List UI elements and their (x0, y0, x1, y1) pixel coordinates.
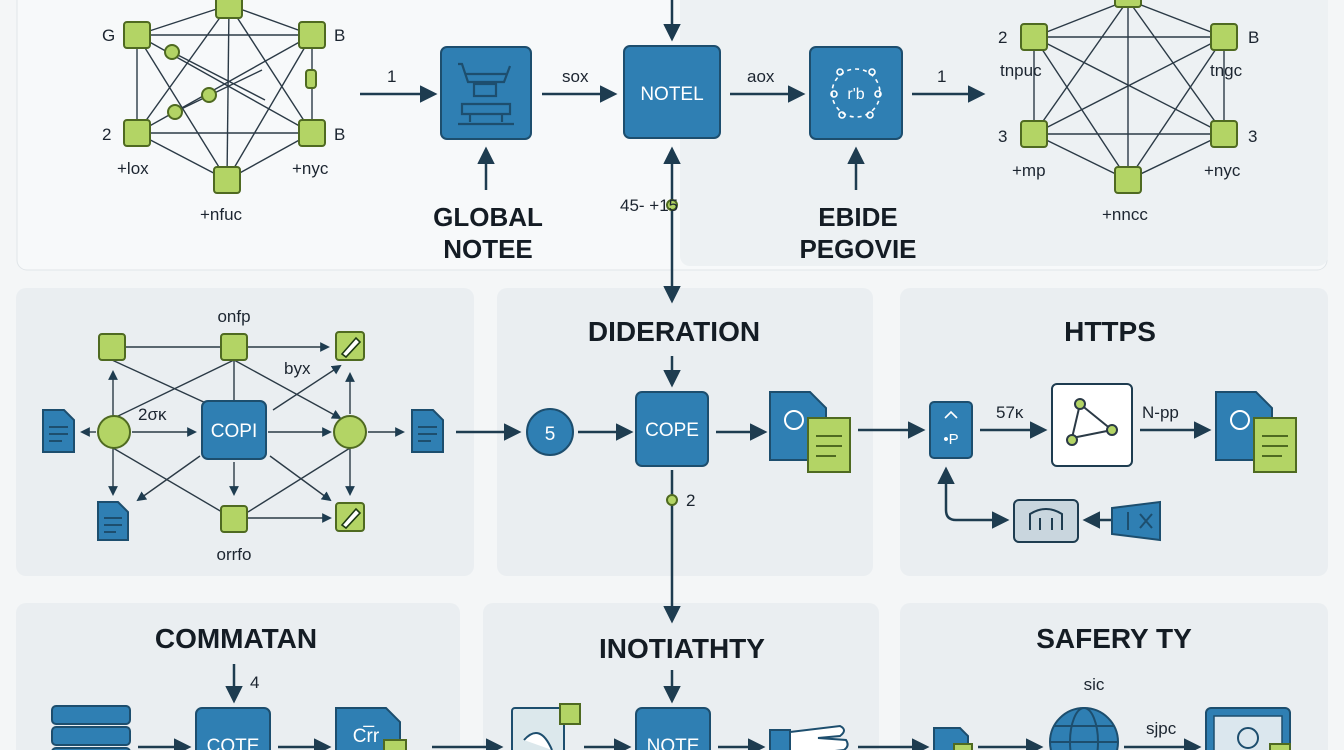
gate-icon-node[interactable] (1013, 499, 1079, 543)
right-net-3a: 3 (998, 127, 1007, 146)
cart-icon (458, 62, 514, 126)
note-label: NOTE (647, 736, 700, 750)
orrfo-label: orrfo (217, 545, 252, 564)
document-icon-bottom (97, 501, 129, 541)
right-net-tnpuc: tnpuc (1000, 61, 1042, 80)
copi-node[interactable]: COPI (201, 400, 267, 460)
sox-label: sox (562, 67, 589, 86)
dideration-title: DIDERATION (588, 316, 760, 347)
share-icon (1066, 398, 1118, 446)
arrow-in-label: 1 (387, 67, 396, 86)
global-label-2: NOTEE (443, 234, 533, 264)
document-stack-icon-right (1215, 391, 1297, 473)
sjpc-label: sjpc (1146, 719, 1177, 738)
ebide-label-1: EBIDE (818, 202, 897, 232)
ebide-label-2: PEGOVIE (799, 234, 916, 264)
left-net-g: G (102, 26, 115, 45)
p-label: •P (943, 431, 958, 448)
copi-label: COPI (211, 421, 257, 442)
cope-node[interactable]: COPE (635, 391, 709, 467)
right-net-b: B (1248, 28, 1259, 47)
right-net-nyc: +nyc (1204, 161, 1241, 180)
globe-icon (1049, 707, 1119, 750)
crr-document-node[interactable]: Cr̅r (335, 707, 407, 750)
panel-bottom-center (483, 603, 879, 750)
right-net-tngc: tngc (1210, 61, 1243, 80)
document-icon-left (42, 409, 75, 453)
right-net-mp: +mp (1012, 161, 1046, 180)
left-net-nfuc: +nfuc (200, 205, 243, 224)
onfp-label: onfp (217, 307, 250, 326)
npp-label: N-pp (1142, 403, 1179, 422)
four-label: 4 (250, 673, 259, 692)
global-notee-node[interactable] (440, 46, 532, 140)
right-network (1033, 0, 1225, 181)
right-network-nodes (1020, 0, 1238, 194)
byx-label: byx (284, 359, 311, 378)
flow-junction-dot (666, 199, 678, 211)
document-stack-icon-center (769, 391, 851, 473)
five-node[interactable]: 5 (526, 408, 574, 456)
server-icon (51, 705, 131, 750)
network-hub-icon (830, 68, 882, 119)
notel-node[interactable]: NOTEL (623, 45, 721, 139)
pencil-icon-top (335, 331, 365, 361)
document-icon-safety (933, 727, 973, 750)
left-net-2: 2 (102, 125, 111, 144)
right-net-nncc: +nncc (1102, 205, 1148, 224)
rb-label: r'b (847, 86, 864, 103)
document-icon-right (411, 409, 444, 453)
arrow-out-label: 1 (937, 67, 946, 86)
aox-label: aox (747, 67, 775, 86)
cope-label: COPE (645, 420, 699, 441)
pencil-icon-bottom (335, 502, 365, 532)
two-label: 2 (686, 491, 695, 510)
safery-title: SAFERY TY (1036, 623, 1192, 654)
sic-label: sic (1084, 675, 1105, 694)
left-net-b1: B (334, 26, 345, 45)
inotiathty-title: INOTIATHTY (599, 633, 765, 664)
five-label: 5 (545, 424, 556, 445)
right-net-3b: 3 (1248, 127, 1257, 146)
plug-icon (1111, 500, 1161, 542)
hand-icon (769, 724, 849, 750)
https-title: HTTPS (1064, 316, 1156, 347)
commatan-title: COMMATAN (155, 623, 317, 654)
triangle-network-node[interactable] (1051, 383, 1133, 467)
document-green-icon (511, 703, 581, 750)
https-source-node[interactable]: •P (929, 401, 973, 459)
left-net-nyc: +nyc (292, 159, 329, 178)
note-node[interactable]: NOTE (635, 707, 711, 750)
cote-label: COTE (207, 736, 260, 750)
mid-left-nodes (97, 333, 367, 533)
cope-junction-dot (666, 494, 678, 506)
monitor-icon (1205, 707, 1291, 750)
crr-label: Cr̅r (353, 726, 380, 747)
cote-node[interactable]: COTE (195, 707, 271, 750)
notel-label: NOTEL (640, 84, 703, 105)
left-net-lox: +lox (117, 159, 149, 178)
label-2ok: 2σκ (138, 405, 167, 424)
ebide-node[interactable]: r'b (809, 46, 903, 140)
left-net-b2: B (334, 125, 345, 144)
arrow-feedback-loop (937, 466, 1010, 529)
label-57k: 57κ (996, 403, 1024, 422)
global-label-1: GLOBAL (433, 202, 543, 232)
flow-label: 45- +15 (620, 196, 678, 215)
right-net-2: 2 (998, 28, 1007, 47)
left-network-nodes (123, 0, 326, 194)
